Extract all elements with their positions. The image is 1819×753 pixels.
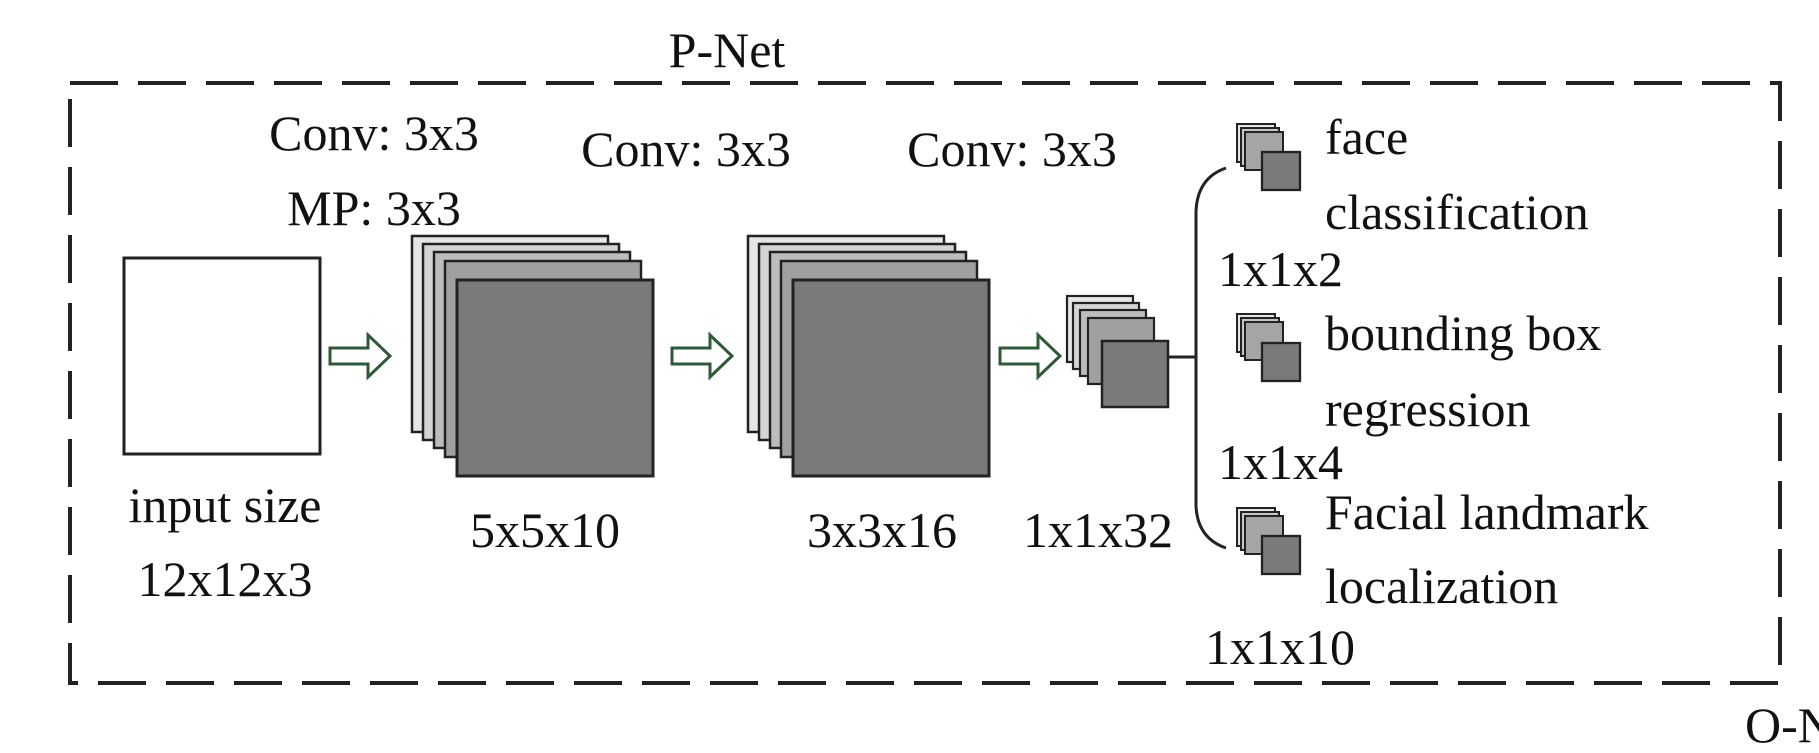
stage1-op-mp: MP: 3x3 [287, 180, 461, 236]
pnet-dashed-border [68, 81, 1782, 685]
head-face-line2: classification [1325, 184, 1589, 240]
stage3-op: Conv: 3x3 [907, 121, 1117, 177]
arrow-1 [328, 331, 393, 381]
feature-map-stack-5x5x10 [410, 234, 655, 478]
input-image-box [122, 256, 322, 456]
head-bbox-line1: bounding box [1325, 305, 1602, 361]
head-bbox-line2: regression [1325, 381, 1531, 437]
head-bbox-size: 1x1x4 [1218, 434, 1343, 490]
feature-map-stack-3x3x16 [746, 234, 991, 478]
output-cube-bounding-box [1236, 313, 1302, 383]
arrow-3 [998, 331, 1063, 381]
head-face-line1: face [1325, 109, 1409, 165]
head-landmark-size: 1x1x10 [1205, 619, 1355, 675]
stage2-output-size: 3x3x16 [807, 502, 957, 558]
pnet-diagram: P-Net Conv: 3x3 MP: 3x3 Conv: 3x3 Conv: … [68, 22, 1819, 750]
branch-connector [1168, 166, 1227, 550]
stage2-op: Conv: 3x3 [581, 121, 791, 177]
head-face-size: 1x1x2 [1218, 241, 1343, 297]
output-cube-landmark [1236, 507, 1302, 576]
head-landmark-line1: Facial landmark [1325, 484, 1649, 540]
next-network-label-fragment: O-N [1745, 697, 1819, 753]
network-title: P-Net [668, 22, 786, 78]
stage1-op-conv: Conv: 3x3 [269, 105, 479, 161]
stage3-output-size: 1x1x32 [1023, 502, 1173, 558]
stage1-output-size: 5x5x10 [470, 502, 620, 558]
diagram-canvas [68, 81, 1782, 685]
arrow-2 [670, 331, 735, 381]
feature-map-stack-1x1x32 [1065, 294, 1170, 409]
head-landmark-line2: localization [1325, 558, 1559, 614]
output-cube-face-classification [1236, 123, 1302, 192]
input-label-line2: 12x12x3 [137, 551, 313, 607]
input-label-line1: input size [128, 477, 322, 533]
